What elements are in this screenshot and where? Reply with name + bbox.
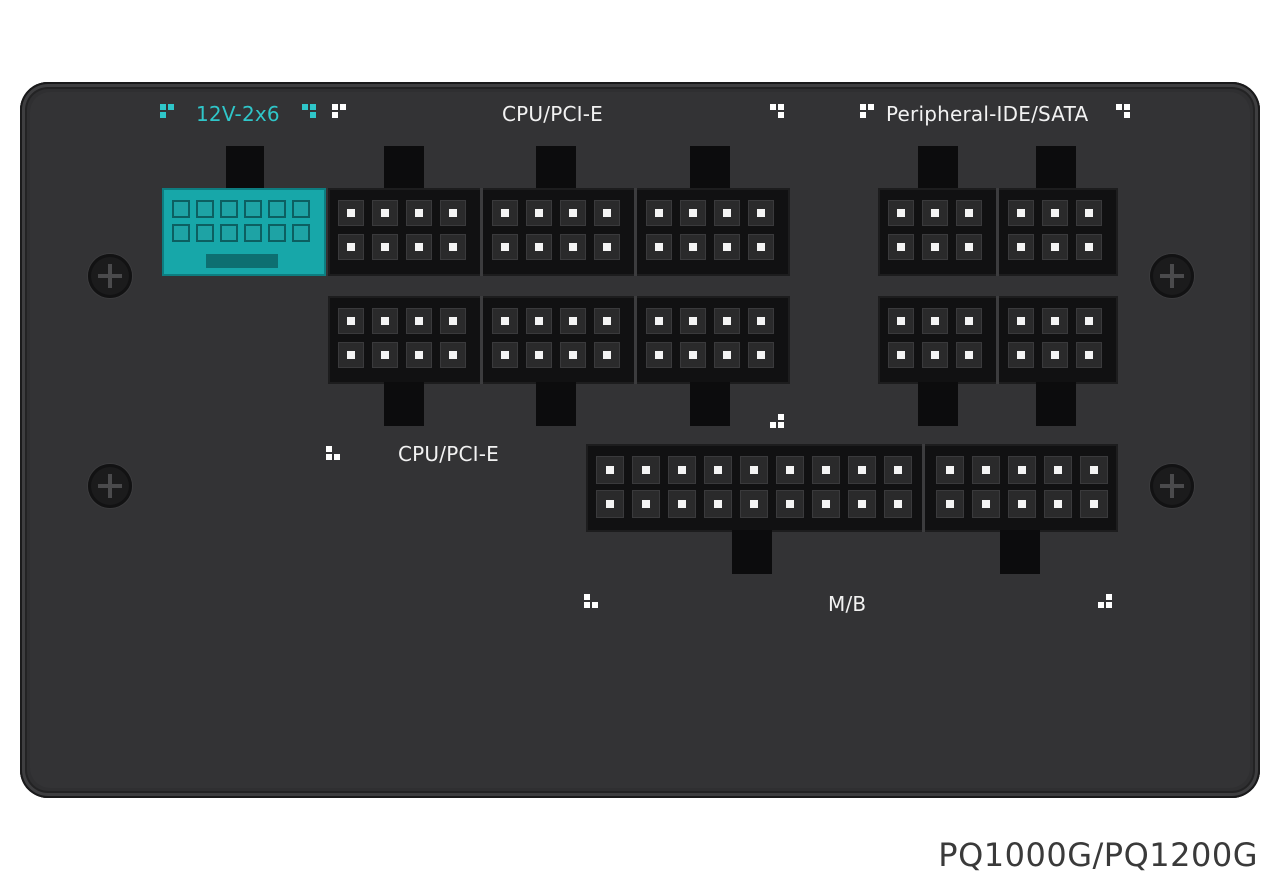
connector-tab — [536, 146, 576, 190]
screw-icon — [88, 254, 132, 298]
connector-tab — [1000, 530, 1040, 574]
connector-tab — [690, 382, 730, 426]
corner-mark-icon — [770, 414, 786, 430]
model-name: PQ1000G/PQ1200G — [938, 836, 1258, 874]
corner-mark-icon — [326, 446, 342, 462]
label-peripheral: Peripheral-IDE/SATA — [886, 102, 1089, 126]
corner-mark-icon — [770, 104, 786, 120]
connector-tab — [690, 146, 730, 190]
corner-mark-icon — [160, 104, 176, 120]
connector-motherboard[interactable] — [586, 444, 1118, 532]
connector-tab — [384, 146, 424, 190]
connector-tab — [536, 382, 576, 426]
corner-mark-icon — [584, 594, 600, 610]
connector-cpu-pcie-top[interactable] — [328, 188, 790, 276]
corner-mark-icon — [1116, 104, 1132, 120]
connector-cpu-pcie-bottom[interactable] — [328, 296, 790, 384]
corner-mark-icon — [1098, 594, 1114, 610]
label-12v-2x6: 12V-2x6 — [196, 102, 280, 126]
connector-tab — [1036, 146, 1076, 190]
screw-icon — [1150, 254, 1194, 298]
connector-12v-2x6[interactable] — [162, 188, 326, 276]
corner-mark-icon — [332, 104, 348, 120]
label-cpu-pcie-top: CPU/PCI-E — [502, 102, 603, 126]
screw-icon — [1150, 464, 1194, 508]
psu-modular-panel: 12V-2x6 CPU/PCI-E Peripheral-IDE/SATA — [20, 82, 1260, 798]
connector-tab — [918, 382, 958, 426]
corner-mark-icon — [302, 104, 318, 120]
connector-tab — [226, 146, 264, 190]
label-cpu-pcie-mid: CPU/PCI-E — [398, 442, 499, 466]
connector-tab — [1036, 382, 1076, 426]
connector-tab — [384, 382, 424, 426]
corner-mark-icon — [860, 104, 876, 120]
connector-peripheral-bottom[interactable] — [878, 296, 1118, 384]
screw-icon — [88, 464, 132, 508]
connector-peripheral-top[interactable] — [878, 188, 1118, 276]
connector-tab — [732, 530, 772, 574]
label-mb: M/B — [828, 592, 867, 616]
connector-tab — [918, 146, 958, 190]
